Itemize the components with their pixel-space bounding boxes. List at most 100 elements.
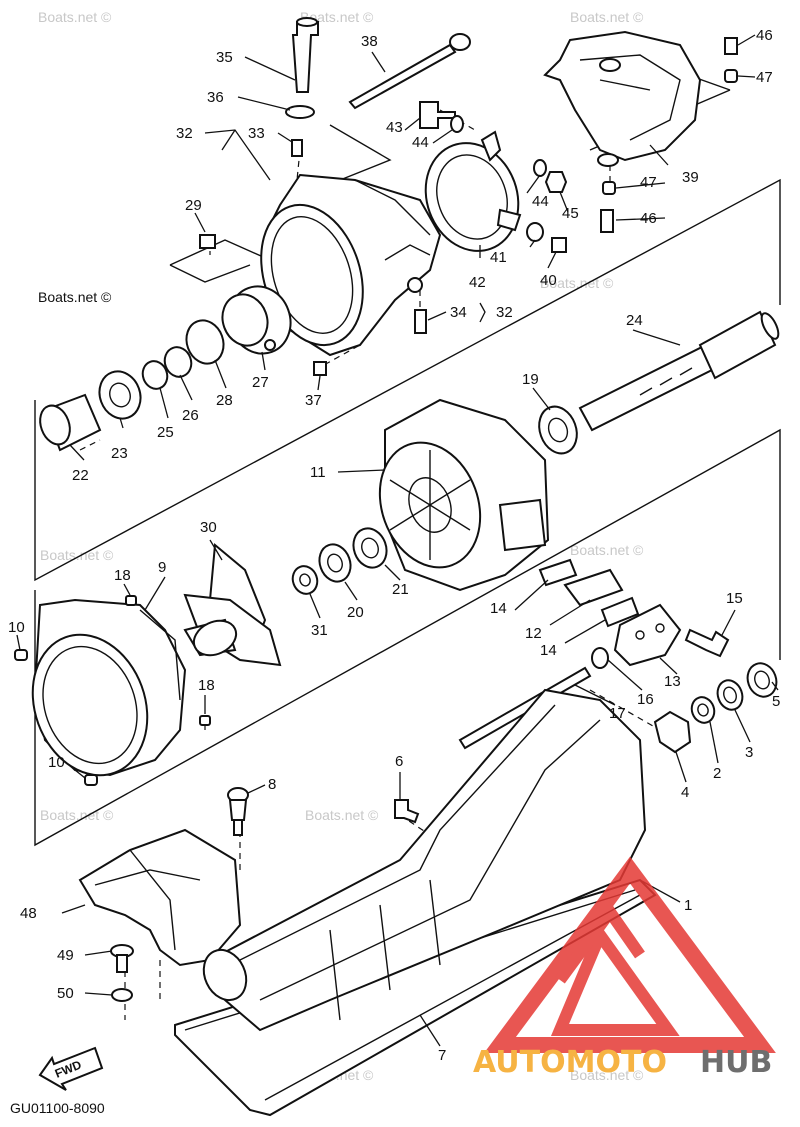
- part-intake-duct-1: [202, 688, 647, 1032]
- part-pin-10: [84, 774, 98, 786]
- part-sleeve-22: [39, 393, 102, 452]
- part-pin-33: [291, 139, 303, 157]
- part-circlip-16: [591, 647, 609, 669]
- callout-17: 17: [609, 705, 626, 722]
- part-bushing-41: [526, 222, 544, 242]
- watermark: Boats.net ©: [38, 9, 112, 25]
- part-clip-36: [285, 105, 315, 119]
- part-pin-10: [14, 649, 28, 661]
- callout-42: 42: [469, 274, 486, 291]
- part-bolt-38: [348, 33, 471, 110]
- part-nut-45: [544, 171, 568, 193]
- part-bolt-49: [110, 944, 134, 973]
- part-gasket-14: [538, 558, 578, 587]
- part-bearing-19: [538, 405, 578, 455]
- part-cap-27: [221, 285, 292, 355]
- part-pin-18: [199, 715, 211, 726]
- callout-43: 43: [386, 119, 403, 136]
- callout-32: 32: [496, 304, 513, 321]
- automotohub-logo: AUTOMOTO HUB: [473, 856, 776, 1080]
- callout-13: 13: [664, 673, 681, 690]
- part-bolt-46: [600, 209, 614, 233]
- frame-line: [34, 428, 781, 847]
- callout-1: 1: [684, 897, 692, 914]
- callout-9: 9: [158, 559, 166, 576]
- watermark: Boats.net ©: [570, 542, 644, 558]
- callout-35: 35: [216, 49, 233, 66]
- part-seal-20: [318, 543, 352, 583]
- callout-14: 14: [540, 642, 557, 659]
- callout-11: 11: [310, 464, 326, 481]
- callout-10: 10: [48, 754, 65, 771]
- callout-22: 22: [72, 467, 89, 484]
- callout-28: 28: [216, 392, 233, 409]
- part-collar-47: [602, 181, 616, 195]
- fwd-arrow-icon: FWD: [38, 1046, 104, 1091]
- callout-46: 46: [640, 210, 657, 227]
- callout-20: 20: [347, 604, 364, 621]
- frame-line: [169, 264, 251, 283]
- part-cap-5: [746, 662, 778, 698]
- part-bolt-8: [227, 787, 249, 836]
- callout-48: 48: [20, 905, 37, 922]
- callout-30: 30: [200, 519, 217, 536]
- logo-text-hub: HUB: [700, 1045, 772, 1080]
- callout-23: 23: [111, 445, 128, 462]
- watermark: Boats.net ©: [570, 9, 644, 25]
- leader-lines: [16, 34, 779, 1047]
- part-reverse-gate-39: [543, 30, 702, 167]
- callout-37: 37: [305, 392, 322, 409]
- callout-50: 50: [57, 985, 74, 1002]
- callout-36: 36: [207, 89, 224, 106]
- part-washer-50: [111, 988, 133, 1002]
- part-housing-9: [31, 598, 187, 777]
- callout-29: 29: [185, 197, 202, 214]
- callout-44: 44: [532, 193, 549, 210]
- callout-31: 31: [311, 622, 328, 639]
- callout-7: 7: [438, 1047, 446, 1064]
- part-seal-26: [163, 346, 193, 378]
- callout-15: 15: [726, 590, 743, 607]
- callout-39: 39: [682, 169, 699, 186]
- watermark: Boats.net ©: [570, 1067, 644, 1083]
- diagram-code: GU01100-8090: [10, 1100, 105, 1116]
- part-impeller-housing-11: [378, 398, 550, 592]
- callout-44: 44: [412, 134, 429, 151]
- callout-47: 47: [756, 69, 773, 86]
- callout-14: 14: [490, 600, 507, 617]
- part-washer-44: [533, 159, 547, 177]
- callout-21: 21: [392, 581, 409, 598]
- callout-26: 26: [182, 407, 199, 424]
- part-plate-12: [563, 568, 624, 607]
- callout-34: 34: [450, 304, 467, 321]
- part-washer-44: [450, 115, 464, 133]
- part-bolt-40: [551, 237, 567, 253]
- part-bolt-46: [724, 37, 738, 55]
- watermark-dark: Boats.net ©: [38, 289, 112, 305]
- callout-8: 8: [268, 776, 276, 793]
- callout-10: 10: [8, 619, 25, 636]
- callout-3: 3: [745, 744, 753, 761]
- callout-5: 5: [772, 693, 780, 710]
- part-bolt-15: [684, 628, 730, 658]
- part-bolt-29: [199, 234, 216, 249]
- part-gasket-14: [600, 596, 640, 628]
- frame-line: [169, 239, 271, 266]
- frame-line: [34, 178, 781, 582]
- callout-numbers: 35 36 32 33 38 43 44 44 45 41 42 40 46 4…: [8, 27, 780, 1064]
- callout-49: 49: [57, 947, 74, 964]
- part-washer-2: [690, 696, 716, 724]
- part-gear-4: [653, 710, 692, 754]
- callout-27: 27: [252, 374, 269, 391]
- callout-2: 2: [713, 765, 721, 782]
- part-bolt-43: [419, 101, 456, 129]
- callout-25: 25: [157, 424, 174, 441]
- callout-41: 41: [490, 249, 507, 266]
- watermark: Boats.net ©: [40, 807, 114, 823]
- callout-40: 40: [540, 272, 557, 289]
- callout-18: 18: [114, 567, 131, 584]
- watermark: Boats.net ©: [40, 547, 114, 563]
- part-collar-47: [724, 69, 738, 83]
